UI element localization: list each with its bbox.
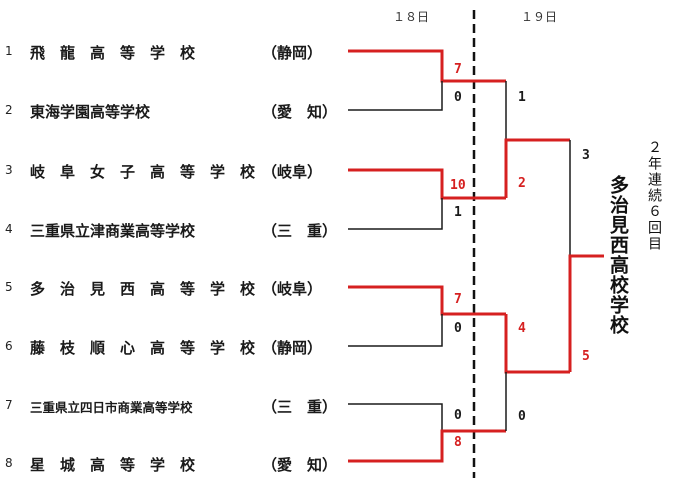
champion-note: ２年連続６回目 <box>646 140 662 252</box>
bracket-line <box>348 314 443 347</box>
score-sf-2-bottom: 0 <box>518 409 526 424</box>
score-r1-d-bottom: 8 <box>454 435 462 450</box>
score-sf-1-top: 1 <box>518 90 526 105</box>
seed-number: 4 <box>5 222 13 236</box>
score-sf-2-top: 4 <box>518 321 526 336</box>
seed-number: 8 <box>5 456 13 470</box>
school-name: 藤 枝 順 心 高 等 学 校 <box>30 339 256 357</box>
score-r1-b-bottom: 1 <box>454 205 462 220</box>
school-name: 岐 阜 女 子 高 等 学 校 <box>30 163 256 181</box>
bracket-line <box>348 403 443 431</box>
score-final-top: 3 <box>582 148 590 163</box>
seed-number: 7 <box>5 398 13 412</box>
seed-number: 2 <box>5 103 13 117</box>
bracket-line-winner <box>504 314 570 374</box>
seed-number: 1 <box>5 44 13 58</box>
bracket-line-winner <box>348 429 506 463</box>
bracket-line-winner <box>504 138 570 198</box>
score-r1-a-top: 7 <box>454 62 462 77</box>
school-name: 多 治 見 西 高 等 学 校 <box>30 280 256 298</box>
seed-number: 3 <box>5 163 13 177</box>
prefecture: （岐阜） <box>262 163 323 181</box>
bracket-line <box>348 81 443 111</box>
prefecture: （三 重） <box>262 222 338 240</box>
prefecture: （愛 知） <box>262 456 338 474</box>
score-final-bottom: 5 <box>582 349 590 364</box>
bracket-line-winner <box>348 49 506 83</box>
prefecture: （岐阜） <box>262 280 323 298</box>
score-sf-1-bottom: 2 <box>518 176 526 191</box>
bracket-line-winner <box>568 254 604 372</box>
day-label-19: １９日 <box>521 10 558 24</box>
school-name: 東海学園高等学校 <box>30 103 151 121</box>
school-name: 飛 龍 高 等 学 校 <box>30 44 196 62</box>
school-name: 三重県立四日市商業高等学校 <box>30 400 193 415</box>
school-name: 星 城 高 等 学 校 <box>30 456 196 474</box>
bracket-line-winner <box>348 285 506 316</box>
seed-number: 6 <box>5 339 13 353</box>
score-r1-c-top: 7 <box>454 292 462 307</box>
prefecture: （三 重） <box>262 398 338 416</box>
school-name: 三重県立津商業高等学校 <box>30 222 196 240</box>
bracket-line-winner <box>348 168 506 200</box>
prefecture: （静岡） <box>262 44 323 62</box>
bracket-line <box>348 198 443 230</box>
prefecture: （静岡） <box>262 339 323 357</box>
score-r1-b-top: 10 <box>450 178 466 193</box>
score-r1-a-bottom: 0 <box>454 90 462 105</box>
score-r1-c-bottom: 0 <box>454 321 462 336</box>
seed-number: 5 <box>5 280 13 294</box>
score-r1-d-top: 0 <box>454 408 462 423</box>
champion-name: 多治見西高校学校 <box>607 175 629 335</box>
day-label-18: １８日 <box>393 10 430 24</box>
prefecture: （愛 知） <box>262 103 338 121</box>
